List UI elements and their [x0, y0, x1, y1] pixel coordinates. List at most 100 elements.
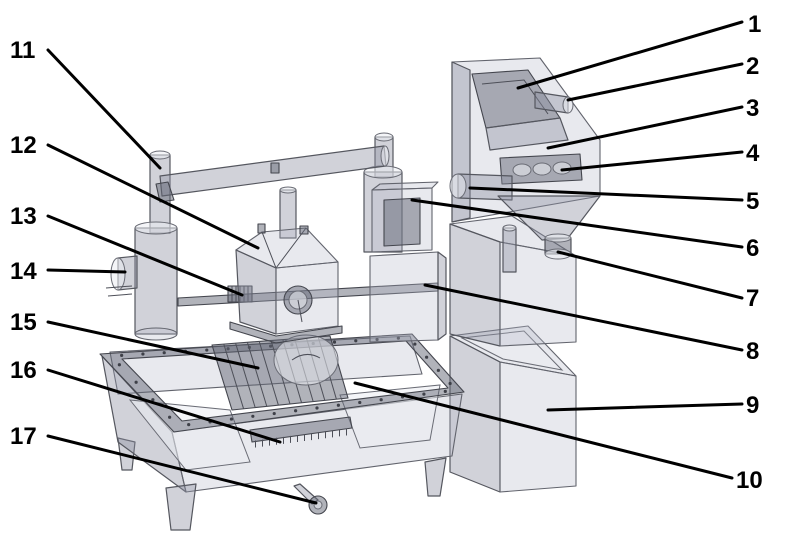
inlet-bracket — [105, 285, 133, 297]
right-column-top — [374, 132, 394, 142]
bolt-hole — [448, 381, 452, 386]
bolt-hole — [436, 368, 440, 372]
filter-lid-handle — [291, 354, 321, 361]
top-crossbar-end — [380, 145, 390, 167]
lower-box-right-face — [499, 361, 577, 493]
bolt-hole — [396, 336, 400, 340]
box-8-face — [369, 251, 439, 343]
bolt-hole — [413, 342, 417, 346]
middle-box-left-face — [449, 223, 501, 347]
callout-4: 4 — [746, 140, 760, 167]
callout-5: 5 — [746, 188, 759, 215]
bolt-hole — [141, 352, 145, 356]
leader-line-15 — [46, 320, 260, 370]
filter-slat — [223, 343, 245, 409]
leader-line-3 — [546, 105, 744, 150]
callout-1: 1 — [748, 11, 761, 38]
leader-line-9 — [546, 402, 744, 412]
callout-17: 17 — [10, 423, 37, 450]
filter-lid — [273, 334, 339, 386]
crossbar-bracket — [155, 181, 175, 203]
side-boxes — [369, 181, 447, 343]
callout-14: 14 — [10, 258, 37, 285]
leader-line-4 — [560, 150, 744, 172]
bolt-hole — [168, 415, 172, 419]
bolt-hole — [422, 392, 426, 396]
bolt-hole — [205, 348, 209, 352]
bolt-hole — [117, 363, 121, 367]
outlet-pipe-top — [544, 233, 572, 243]
box-8-side — [437, 251, 447, 341]
lower-box-inner — [460, 330, 564, 371]
side-pipe-end — [449, 173, 467, 199]
leader-line-14 — [46, 268, 127, 274]
roller-2 — [532, 162, 552, 176]
leader-line-17 — [46, 434, 318, 505]
callout-9: 9 — [746, 392, 759, 419]
separator-tower — [449, 57, 601, 493]
filter-slat — [258, 341, 279, 406]
bolt-hole — [251, 414, 255, 418]
reaction-chamber — [229, 186, 343, 344]
callout-13: 13 — [10, 203, 37, 230]
bolt-hole — [187, 423, 191, 427]
leader-line-11 — [46, 48, 162, 170]
bolt-hole — [162, 351, 166, 355]
leader-line-5 — [468, 186, 744, 202]
tank — [99, 333, 465, 531]
leader-lines — [46, 20, 744, 505]
leader-line-16 — [46, 368, 282, 444]
leader-line-6 — [410, 198, 744, 249]
leader-line-10 — [353, 381, 734, 480]
callout-6: 6 — [746, 235, 759, 262]
frame — [105, 132, 439, 341]
bottom-grate — [249, 416, 353, 443]
callout-7: 7 — [746, 285, 759, 312]
bolt-hole — [336, 403, 340, 407]
callout-12: 12 — [10, 132, 37, 159]
callout-labels: 1 2 3 4 5 6 7 8 9 10 11 12 13 14 15 16 1… — [10, 11, 763, 494]
bolt-hole — [375, 337, 379, 342]
grate-teeth — [255, 428, 347, 448]
leader-line-1 — [516, 20, 744, 90]
bolt-hole — [272, 411, 276, 416]
left-cylinder-bottom — [134, 327, 178, 341]
leader-line-13 — [46, 214, 244, 297]
leg-front-left — [165, 483, 197, 531]
chamber-roof-ridges — [261, 227, 307, 269]
feed-chute — [485, 117, 569, 151]
middle-box-pipe — [502, 227, 517, 273]
leader-line-7 — [556, 250, 744, 300]
bolt-hole — [354, 339, 358, 343]
bolt-hole — [425, 355, 429, 359]
callout-3: 3 — [746, 95, 759, 122]
middle-box-pipe-top — [502, 224, 517, 232]
leg-front-right — [424, 457, 447, 497]
window-rod — [297, 299, 303, 323]
bolt-hole — [294, 409, 298, 413]
filter-slat — [235, 343, 256, 408]
callout-11: 11 — [10, 37, 35, 64]
bolt-hole — [443, 389, 447, 393]
leader-line-2 — [566, 62, 744, 102]
leg-back-left — [117, 437, 136, 471]
air-inlet-pipe-end — [110, 257, 126, 291]
left-column-top — [149, 150, 171, 160]
chamber-flange — [229, 321, 343, 344]
callout-10: 10 — [736, 467, 763, 494]
bolt-hole — [229, 417, 234, 421]
bolt-hole — [151, 398, 155, 402]
roof-fitting — [257, 223, 266, 234]
bolt-hole — [379, 398, 383, 402]
roof-fitting-2 — [299, 225, 309, 235]
leader-line-12 — [46, 143, 260, 250]
left-cylinder-top — [134, 221, 178, 235]
feed-hopper-edge — [481, 79, 549, 115]
bolt-hole — [120, 353, 124, 357]
callout-15: 15 — [10, 309, 37, 336]
chamber-chimney-top — [279, 186, 297, 194]
callout-8: 8 — [746, 338, 759, 365]
bolt-hole — [315, 406, 319, 410]
crossbar-nozzle — [270, 162, 280, 174]
